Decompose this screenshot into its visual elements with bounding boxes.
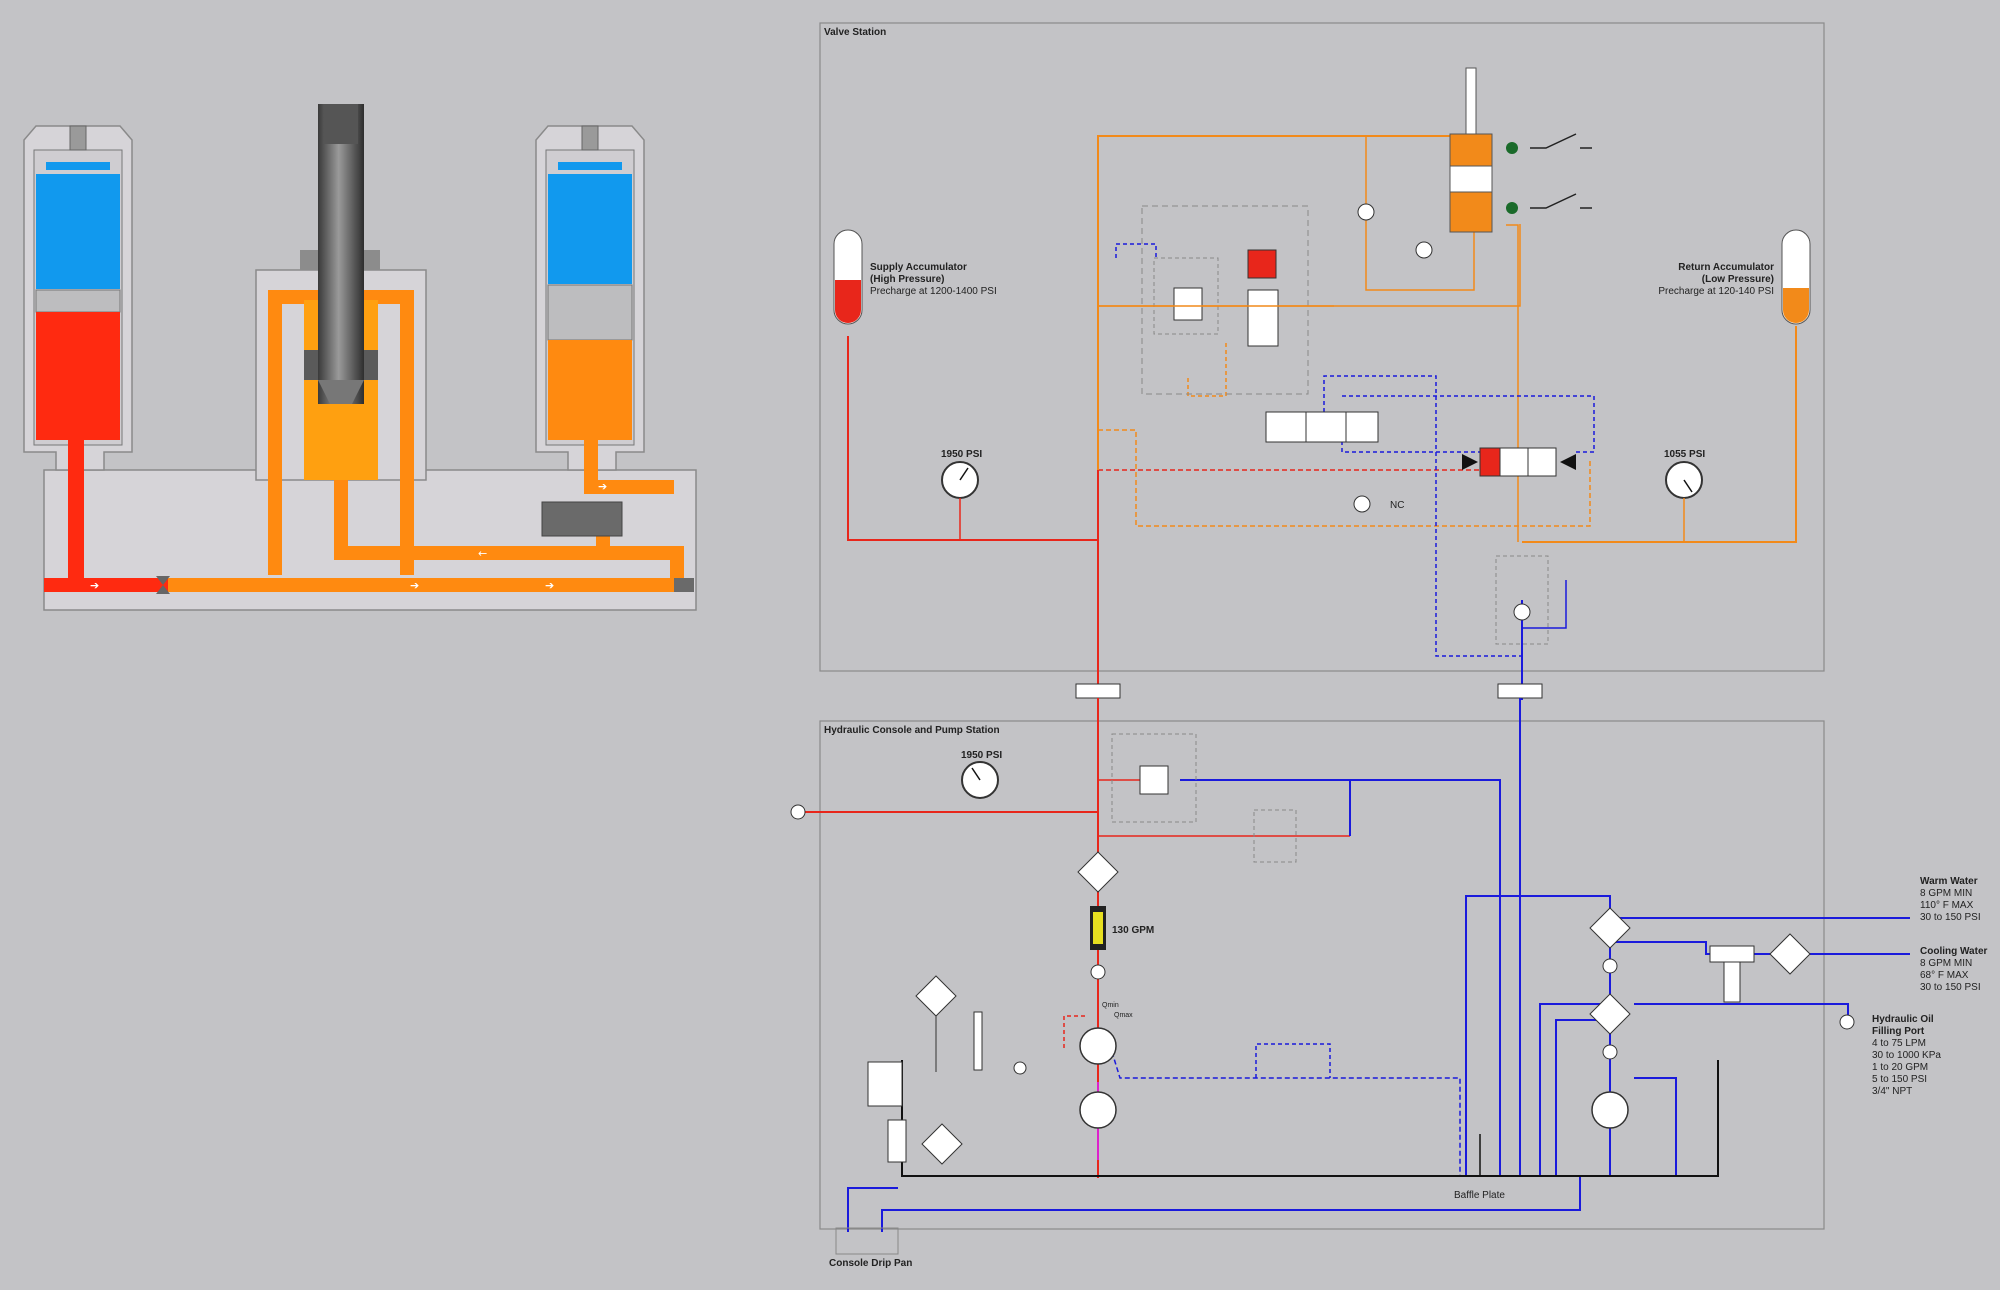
supply-accumulator-precharge: Precharge at 1200-1400 PSI: [870, 286, 997, 297]
warm-water-temp: 110° F MAX: [1920, 900, 1974, 911]
oil-port-kpa: 30 to 1000 KPa: [1872, 1050, 1941, 1061]
check-valve-cutaway: [541, 501, 623, 537]
drip-pan-label: Console Drip Pan: [829, 1258, 912, 1270]
oil-port-type: Filling Port: [1872, 1026, 1925, 1037]
return-gauge-value: 1055 PSI: [1664, 449, 1706, 460]
q-min-label: Qmin: [1102, 1002, 1119, 1009]
oil-port-gpm: 1 to 20 GPM: [1872, 1062, 1929, 1073]
directional-valve-main: [1462, 447, 1576, 477]
valve-actuator-symbol: [1449, 67, 1592, 233]
console-title: Hydraulic Console and Pump Station: [824, 725, 1000, 736]
drip-pan-name: Console Drip Pan: [829, 1258, 913, 1269]
return-accumulator-label: Return Accumulator (Low Pressure) Precha…: [1658, 262, 1774, 298]
flow-meter-value: 130 GPM: [1112, 925, 1155, 936]
oil-port-psi: 5 to 150 PSI: [1872, 1074, 1928, 1085]
svg-text:➔: ➔: [90, 579, 99, 592]
valve-station-panel: [819, 22, 1825, 672]
supply-flow-channel: [44, 578, 168, 592]
oil-port-name: Hydraulic Oil: [1872, 1014, 1934, 1025]
return-accumulator-symbol: [1781, 229, 1811, 325]
valve-station-title: Valve Station: [824, 27, 887, 38]
supply-accumulator-name: Supply Accumulator: [870, 262, 967, 273]
svg-text:➔: ➔: [598, 480, 607, 493]
supply-accumulator-cutaway: [23, 125, 133, 580]
warm-water-label: Warm Water 8 GPM MIN 110° F MAX 30 to 15…: [1920, 876, 1981, 924]
baffle-plate-label: Baffle Plate: [1454, 1190, 1505, 1201]
console-gauge-value: 1950 PSI: [961, 750, 1003, 761]
supply-accumulator-label: Supply Accumulator (High Pressure) Prech…: [870, 262, 997, 298]
return-accumulator-cutaway: [535, 125, 645, 490]
return-accumulator-pressure: (Low Pressure): [1701, 274, 1774, 285]
cooling-water-flow: 8 GPM MIN: [1920, 958, 1973, 969]
hydraulic-console-panel: [819, 720, 1825, 1230]
svg-text:➔: ➔: [410, 579, 419, 592]
supply-gauge-label: 1950 PSI: [941, 449, 982, 461]
oil-port-label: Hydraulic Oil Filling Port 4 to 75 LPM 3…: [1872, 1014, 1941, 1098]
cooling-water-pressure: 30 to 150 PSI: [1920, 982, 1981, 993]
return-accumulator-precharge: Precharge at 120-140 PSI: [1658, 286, 1774, 297]
q-max-label: Qmax: [1114, 1012, 1133, 1019]
warm-water-name: Warm Water: [1920, 876, 1978, 887]
cutaway-illustration: ➔ ➔ ➔ ← ➔: [23, 104, 697, 611]
return-gauge-label: 1055 PSI: [1664, 449, 1705, 461]
supply-accumulator-symbol: [833, 229, 863, 325]
valve-station-circuit: [833, 67, 1811, 700]
console-gauge-symbol: [961, 761, 999, 799]
return-gauge-symbol: [1665, 461, 1703, 542]
cooling-water-temp: 68° F MAX: [1920, 970, 1969, 981]
oil-port-npt: 3/4" NPT: [1872, 1086, 1913, 1097]
console-gauge-label: 1950 PSI: [961, 750, 1002, 762]
warm-water-pressure: 30 to 150 PSI: [1920, 912, 1981, 923]
directional-valve-manual: [1265, 411, 1379, 443]
supply-gauge-value: 1950 PSI: [941, 449, 983, 460]
nc-label: NC: [1390, 500, 1405, 511]
cooling-water-label: Cooling Water 8 GPM MIN 68° F MAX 30 to …: [1920, 946, 1987, 994]
svg-text:←: ←: [478, 547, 487, 560]
supply-accumulator-pressure: (High Pressure): [870, 274, 945, 285]
return-accumulator-name: Return Accumulator: [1678, 262, 1774, 273]
svg-text:➔: ➔: [545, 579, 554, 592]
console-circuit: [790, 720, 1910, 1255]
cooling-water-name: Cooling Water: [1920, 946, 1988, 957]
actuator-cutaway: [255, 104, 427, 575]
panel-connectors: [1075, 683, 1543, 720]
supply-gauge-symbol: [941, 461, 979, 540]
flow-meter-label: 130 GPM: [1112, 925, 1154, 937]
warm-water-flow: 8 GPM MIN: [1920, 888, 1973, 899]
oil-port-lpm: 4 to 75 LPM: [1872, 1038, 1926, 1049]
